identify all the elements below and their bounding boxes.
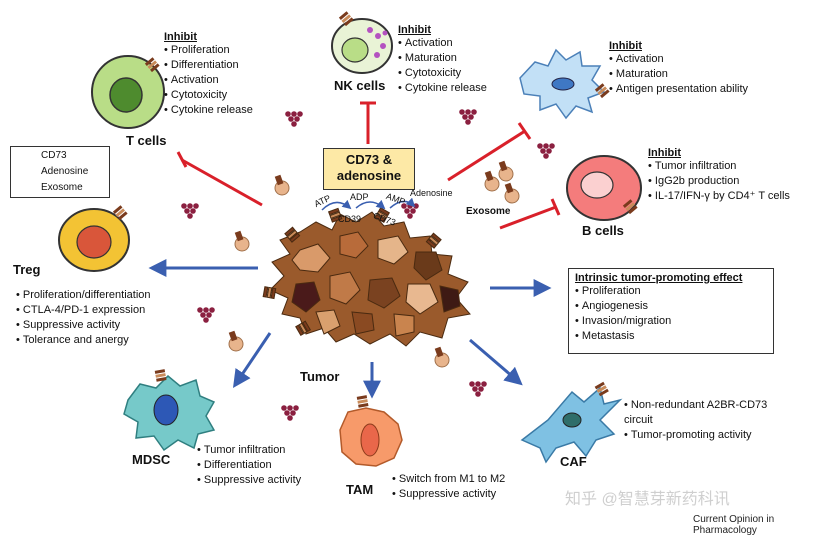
bcells-inhibit-block: Inhibit Tumor infiltration IgG2b product… [648, 147, 790, 204]
promote-arrows [148, 259, 552, 399]
list-item: IL-17/IFN-γ by CD4⁺ T cells [648, 189, 790, 204]
dc-inhibit-title: Inhibit [609, 40, 642, 52]
list-item: Differentiation [197, 458, 301, 473]
list-item: Tumor infiltration [197, 443, 301, 458]
center-line2: adenosine [336, 168, 402, 183]
source-credit: Current Opinion in Pharmacology [693, 514, 775, 536]
exosome-label: Exosome [466, 206, 511, 217]
legend-exosome: Exosome [41, 182, 83, 193]
adenosine-enzyme-label: Adenosine [410, 188, 453, 198]
tcells-label: T cells [126, 133, 167, 148]
dc-inhibit-list: Activation Maturation Antigen presentati… [609, 52, 748, 97]
nk-inhibit-list: Activation Maturation Cytotoxicity Cytok… [398, 36, 487, 96]
list-item: Suppressive activity [392, 487, 505, 502]
bcells-label: B cells [582, 223, 624, 238]
list-item: Cytokine release [164, 103, 253, 118]
inhibit-lines [176, 101, 561, 230]
tam-cell-icon [339, 395, 403, 467]
list-item: Activation [398, 36, 487, 51]
intrinsic-effect-box: Intrinsic tumor-promoting effect Prolife… [568, 268, 774, 354]
legend-cd73: CD73 [41, 150, 67, 161]
tam-list: Switch from M1 to M2 Suppressive activit… [392, 472, 505, 502]
list-item: Cytokine release [398, 81, 487, 96]
caf-label: CAF [560, 454, 587, 469]
list-item: Antigen presentation ability [609, 82, 748, 97]
legend: CD73 Adenosine Exosome [10, 146, 110, 198]
center-line1: CD73 & [345, 152, 393, 167]
list-item: Non-redundant A2BR-CD73 circuit [624, 398, 774, 428]
list-item: Maturation [609, 67, 748, 82]
nk-inhibit-block: Inhibit Activation Maturation Cytotoxici… [398, 24, 487, 96]
tam-label: TAM [346, 482, 374, 497]
intrinsic-list: Proliferation Angiogenesis Invasion/migr… [575, 284, 767, 344]
list-item: Cytotoxicity [398, 66, 487, 81]
list-item: Tumor-promoting activity [624, 428, 774, 443]
treg-list: Proliferation/differentiation CTLA-4/PD-… [16, 288, 151, 348]
dendritic-cell-icon [519, 48, 610, 120]
list-item: Tolerance and anergy [16, 333, 151, 348]
center-box: CD73 & adenosine [323, 148, 415, 190]
list-item: Tumor infiltration [648, 159, 790, 174]
tumor-label: Tumor [300, 369, 340, 384]
list-item: Proliferation/differentiation [16, 288, 151, 303]
treg-cell-icon [58, 205, 130, 272]
tumor-mass-icon [262, 207, 471, 347]
intrinsic-title: Intrinsic tumor-promoting effect [575, 272, 743, 284]
list-item: Proliferation [575, 284, 767, 299]
list-item: Activation [609, 52, 748, 67]
caf-list: Non-redundant A2BR-CD73 circuit Tumor-pr… [624, 398, 774, 443]
list-item: Maturation [398, 51, 487, 66]
list-item: Metastasis [575, 329, 767, 344]
cd39-label: CD39 [338, 214, 362, 224]
list-item: Differentiation [164, 58, 253, 73]
tcells-inhibit-title: Inhibit [164, 31, 197, 43]
enzyme-pathway [321, 197, 416, 211]
list-item: IgG2b production [648, 174, 790, 189]
watermark: 知乎 @智慧芽新药科讯 [565, 491, 730, 508]
list-item: CTLA-4/PD-1 expression [16, 303, 151, 318]
caf-cell-icon [520, 381, 623, 464]
list-item: Suppressive activity [197, 473, 301, 488]
nk-inhibit-title: Inhibit [398, 24, 431, 36]
mdsc-cell-icon [123, 369, 216, 452]
mdsc-label: MDSC [132, 452, 171, 467]
list-item: Switch from M1 to M2 [392, 472, 505, 487]
b-cell-icon [566, 155, 642, 221]
tcells-inhibit-block: Inhibit Proliferation Differentiation Ac… [164, 31, 253, 118]
list-item: Angiogenesis [575, 299, 767, 314]
tcells-inhibit-list: Proliferation Differentiation Activation… [164, 43, 253, 118]
legend-adenosine: Adenosine [41, 166, 89, 177]
list-item: Suppressive activity [16, 318, 151, 333]
dc-inhibit-block: Inhibit Activation Maturation Antigen pr… [609, 40, 748, 97]
nk-cell-icon [331, 11, 393, 74]
list-item: Activation [164, 73, 253, 88]
nk-cells-label: NK cells [334, 78, 386, 93]
t-cell-icon [91, 55, 165, 129]
list-item: Proliferation [164, 43, 253, 58]
adp-label: ADP [350, 192, 369, 202]
mdsc-list: Tumor infiltration Differentiation Suppr… [197, 443, 301, 488]
list-item: Invasion/migration [575, 314, 767, 329]
treg-label: Treg [13, 262, 41, 277]
bcells-inhibit-list: Tumor infiltration IgG2b production IL-1… [648, 159, 790, 204]
list-item: Cytotoxicity [164, 88, 253, 103]
bcells-inhibit-title: Inhibit [648, 147, 681, 159]
